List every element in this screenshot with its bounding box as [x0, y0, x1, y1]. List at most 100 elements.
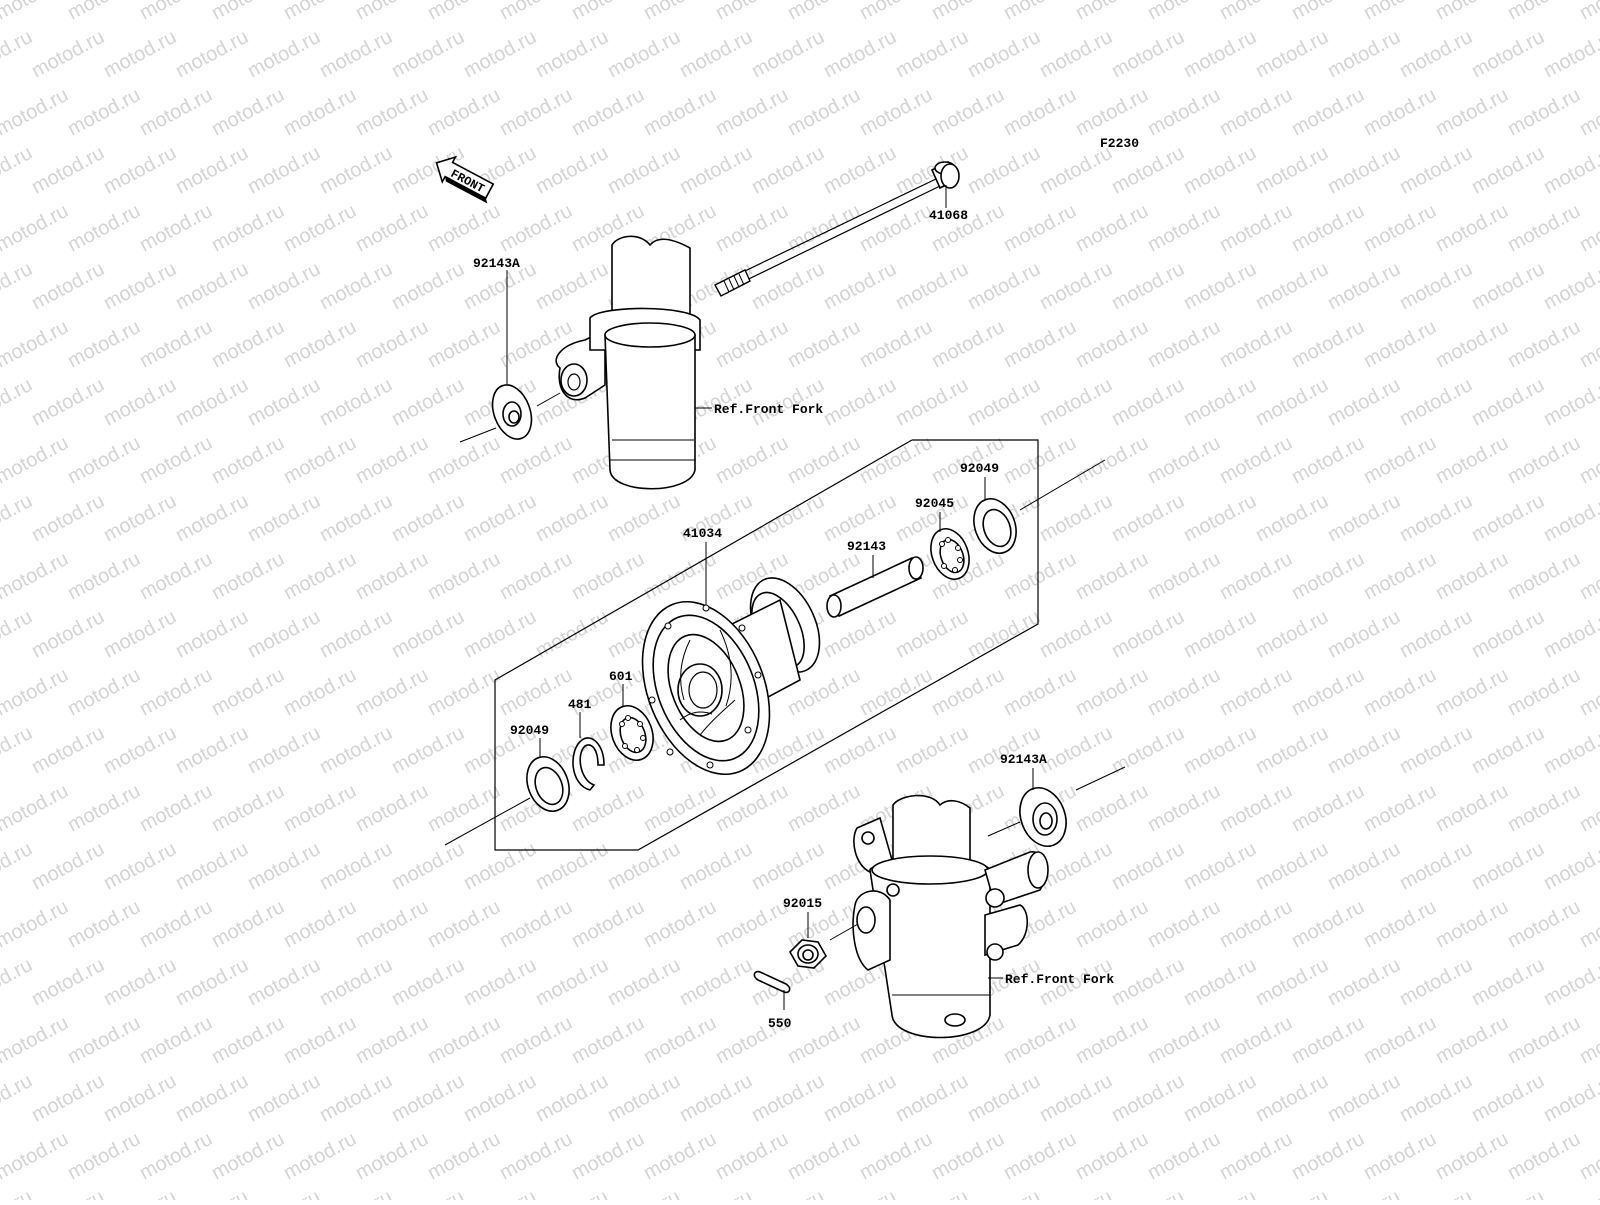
watermark-text: motod.ru — [388, 26, 468, 82]
watermark-text: motod.ru — [1576, 896, 1600, 952]
watermark-text: motod.ru — [1036, 26, 1116, 82]
watermark-text: motod.ru — [1504, 200, 1584, 256]
watermark-text: motod.ru — [280, 780, 360, 836]
watermark-text: motod.ru — [1216, 1012, 1296, 1068]
watermark-text: motod.ru — [1576, 1012, 1600, 1068]
watermark-text: motod.ru — [1144, 432, 1224, 488]
label-circlip: 481 — [568, 697, 592, 712]
watermark-text: motod.ru — [1360, 316, 1440, 372]
watermark-text: motod.ru — [1288, 1012, 1368, 1068]
watermark-text: motod.ru — [244, 1070, 324, 1126]
watermark-text: motod.ru — [1252, 26, 1332, 82]
watermark-text: motod.ru — [100, 374, 180, 430]
watermark-text: motod.ru — [28, 26, 108, 82]
watermark-text: motod.ru — [64, 432, 144, 488]
watermark-text: motod.ru — [1324, 26, 1404, 82]
watermark-text: motod.ru — [244, 258, 324, 314]
watermark-text: motod.ru — [1252, 374, 1332, 430]
watermark-text: motod.ru — [1072, 432, 1152, 488]
diagram-code: F2230 — [1100, 136, 1139, 151]
watermark-text: motod.ru — [1396, 142, 1476, 198]
watermark-text: motod.ru — [100, 26, 180, 82]
watermark-text: motod.ru — [208, 432, 288, 488]
watermark-text: motod.ru — [1324, 1186, 1404, 1200]
label-bearing-left: 601 — [609, 669, 633, 684]
watermark-text: motod.ru — [964, 606, 1044, 662]
watermark-text: motod.ru — [1180, 26, 1260, 82]
watermark-text: motod.ru — [568, 84, 648, 140]
watermark-text: motod.ru — [136, 316, 216, 372]
watermark-text: motod.ru — [1540, 1186, 1600, 1200]
watermark-text: motod.ru — [1324, 1070, 1404, 1126]
watermark-text: motod.ru — [1576, 664, 1600, 720]
watermark-text: motod.ru — [1504, 316, 1584, 372]
watermark-text: motod.ru — [64, 1128, 144, 1184]
watermark-text: motod.ru — [892, 1070, 972, 1126]
watermark-text: motod.ru — [1180, 606, 1260, 662]
watermark-text: motod.ru — [0, 374, 36, 430]
watermark-text: motod.ru — [0, 316, 72, 372]
watermark-text: motod.ru — [100, 954, 180, 1010]
watermark-text: motod.ru — [1396, 490, 1476, 546]
watermark-text: motod.ru — [892, 722, 972, 778]
watermark-text: motod.ru — [280, 432, 360, 488]
watermark-text: motod.ru — [964, 1186, 1044, 1200]
watermark-text: motod.ru — [1360, 1012, 1440, 1068]
watermark-text: motod.ru — [820, 374, 900, 430]
watermark-text: motod.ru — [280, 896, 360, 952]
watermark-text: motod.ru — [280, 1012, 360, 1068]
watermark-text: motod.ru — [1252, 258, 1332, 314]
watermark-text: motod.ru — [1216, 84, 1296, 140]
watermark-text: motod.ru — [1108, 490, 1188, 546]
watermark-text: motod.ru — [1504, 1128, 1584, 1184]
watermark-text: motod.ru — [1072, 0, 1152, 24]
watermark-text: motod.ru — [568, 0, 648, 24]
watermark-text: motod.ru — [1216, 896, 1296, 952]
watermark-text: motod.ru — [1324, 490, 1404, 546]
watermark-text: motod.ru — [820, 1186, 900, 1200]
watermark-text: motod.ru — [0, 548, 72, 604]
watermark-text: motod.ru — [64, 200, 144, 256]
watermark-text: motod.ru — [1108, 26, 1188, 82]
watermark-text: motod.ru — [28, 490, 108, 546]
watermark-text: motod.ru — [1576, 316, 1600, 372]
watermark-text: motod.ru — [244, 838, 324, 894]
watermark-text: motod.ru — [712, 896, 792, 952]
watermark-text: motod.ru — [568, 1012, 648, 1068]
watermark-text: motod.ru — [856, 200, 936, 256]
watermark-text: motod.ru — [424, 780, 504, 836]
watermark-text: motod.ru — [1072, 548, 1152, 604]
watermark-text: motod.ru — [0, 606, 36, 662]
watermark-text: motod.ru — [280, 84, 360, 140]
watermark-text: motod.ru — [496, 200, 576, 256]
watermark-text: motod.ru — [532, 1070, 612, 1126]
watermark-text: motod.ru — [604, 1186, 684, 1200]
watermark-text: motod.ru — [1180, 1186, 1260, 1200]
watermark-text: motod.ru — [1072, 84, 1152, 140]
watermark-text: motod.ru — [1180, 722, 1260, 778]
watermark-text: motod.ru — [64, 664, 144, 720]
watermark-text: motod.ru — [100, 722, 180, 778]
watermark-text: motod.ru — [1144, 780, 1224, 836]
watermark-text: motod.ru — [244, 490, 324, 546]
watermark-text: motod.ru — [316, 26, 396, 82]
watermark-text: motod.ru — [388, 1070, 468, 1126]
watermark-text: motod.ru — [964, 374, 1044, 430]
watermark-text: motod.ru — [1288, 780, 1368, 836]
watermark-text: motod.ru — [1396, 838, 1476, 894]
watermark-text: motod.ru — [1252, 1186, 1332, 1200]
watermark-text: motod.ru — [1576, 0, 1600, 24]
label-bearing-right: 92045 — [915, 496, 954, 511]
watermark-text: motod.ru — [172, 374, 252, 430]
watermark-text: motod.ru — [712, 200, 792, 256]
watermark-text: motod.ru — [1540, 954, 1600, 1010]
watermark-text: motod.ru — [532, 26, 612, 82]
watermark-text: motod.ru — [172, 1186, 252, 1200]
watermark-text: motod.ru — [1468, 490, 1548, 546]
watermark-text: motod.ru — [1288, 0, 1368, 24]
watermark-text: motod.ru — [1252, 142, 1332, 198]
label-spacer: 92143 — [847, 539, 886, 554]
watermark-text: motod.ru — [352, 316, 432, 372]
label-collar-upper: 92143A — [473, 256, 520, 271]
watermark-text: motod.ru — [1108, 1186, 1188, 1200]
